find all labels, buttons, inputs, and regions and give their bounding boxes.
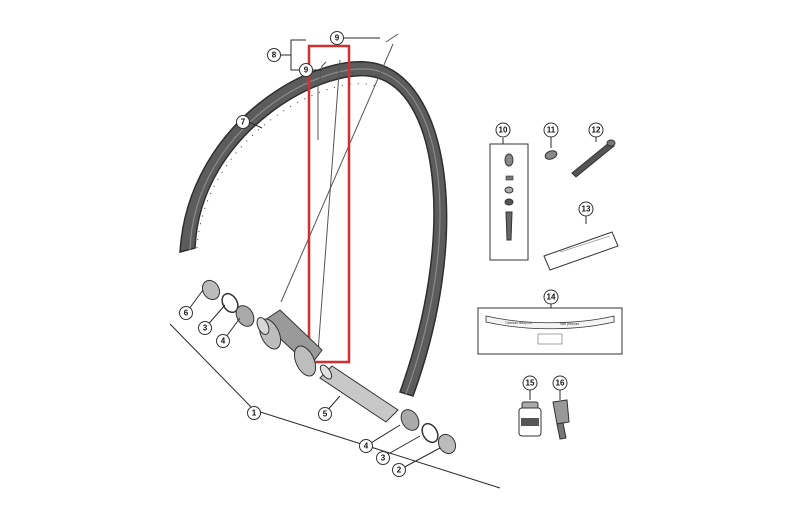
callout-16: 16 [552,375,568,391]
rim-decal-part-14: Tubeless ready rim max pressure [477,307,623,355]
callout-9-lower: 9 [299,63,313,77]
callout-14: 14 [543,289,559,305]
hub-axle-part-5 [319,364,399,423]
svg-text:16: 16 [556,379,565,388]
spokes [280,33,399,353]
valve-core-tool-part-16 [552,399,570,440]
svg-text:9: 9 [335,34,340,43]
callout-10: 10 [495,122,511,138]
spoke-highlight-box [307,44,351,364]
callout-3-right: 3 [376,451,390,465]
left-nut-part-4 [235,305,255,327]
callout-2: 2 [392,463,406,477]
callout-6: 6 [179,306,193,320]
callout-15: 15 [522,375,538,391]
callout-4-left: 4 [216,334,230,348]
rim-tape-part-13 [543,231,619,271]
svg-text:3: 3 [203,324,208,333]
decal-text-line1: Tubeless ready rim [505,321,532,325]
valve-kit-part-10 [489,143,529,261]
nipple-part-11 [544,150,558,160]
callout-3-left: 3 [198,321,212,335]
spoke-wrench-part-12 [571,139,616,178]
left-cone-part-6 [201,279,221,301]
svg-text:1: 1 [252,409,257,418]
svg-text:10: 10 [499,126,508,135]
svg-text:3: 3 [381,454,386,463]
svg-text:12: 12 [592,126,601,135]
rim [179,61,448,397]
svg-text:6: 6 [184,309,189,318]
right-washer-part-3 [421,422,439,444]
callout-1: 1 [247,406,261,420]
callout-9-top: 9 [330,31,344,45]
svg-text:9: 9 [304,66,309,75]
callout-12: 12 [588,122,604,138]
callout-8: 8 [267,48,281,62]
svg-text:8: 8 [272,51,277,60]
decal-text-line2: max pressure [560,322,580,326]
callout-11: 11 [543,122,559,138]
sealant-bottle-part-15 [518,401,542,437]
svg-text:4: 4 [364,442,369,451]
callout-4-right: 4 [359,439,373,453]
callout-7: 7 [236,115,250,129]
svg-text:13: 13 [582,205,591,214]
callout-13: 13 [578,201,594,217]
svg-text:7: 7 [241,118,246,127]
callout-5: 5 [318,407,332,421]
svg-text:2: 2 [397,466,402,475]
svg-text:5: 5 [323,410,328,419]
svg-text:4: 4 [221,337,226,346]
svg-text:14: 14 [547,293,556,302]
right-nut-part-4 [400,409,420,431]
svg-text:15: 15 [526,379,535,388]
svg-text:11: 11 [547,126,556,135]
right-cone-part-2 [437,433,457,455]
hub-body [256,309,323,377]
